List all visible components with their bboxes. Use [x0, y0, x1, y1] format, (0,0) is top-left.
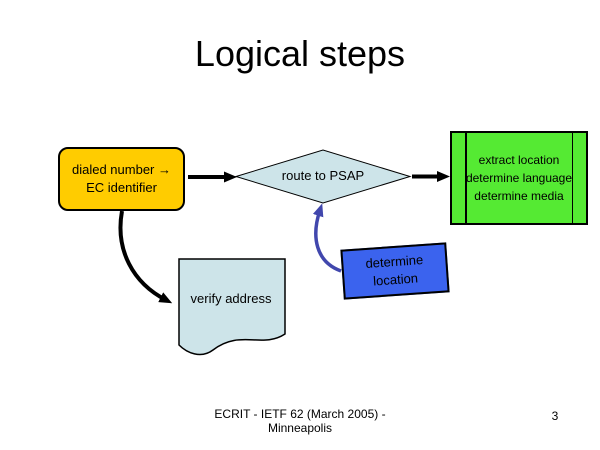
- node-route-to-psap-label: route to PSAP: [281, 168, 365, 183]
- slide-title: Logical steps: [194, 33, 406, 74]
- node-dialed-number-label-line2: EC identifier: [86, 180, 157, 195]
- connector-determine-location-to-route: [312, 203, 342, 273]
- node-determine-location-label-line2: location: [372, 270, 419, 289]
- node-extract-location-label-line3: determine media: [474, 189, 564, 203]
- node-extract-location-label-line1: extract location: [478, 153, 560, 167]
- slide-footer-line1: ECRIT - IETF 62 (March 2005) -: [214, 407, 386, 421]
- route-to-psap-diamond-shape: [234, 149, 412, 204]
- slide-footer-line2: Minneapolis: [267, 421, 333, 436]
- node-extract-location: extract location determine language dete…: [450, 131, 588, 225]
- verify-address-document-shape: [178, 258, 286, 356]
- node-extract-location-label-line2: determine language: [465, 171, 573, 185]
- node-dialed-number-label-line1: dialed number →: [72, 161, 171, 177]
- predefined-process-right-bar: [571, 133, 573, 223]
- node-determine-location: determine location: [340, 242, 450, 300]
- connector-dialed-number-to-verify-address: [118, 210, 173, 304]
- slide-page-number: 3: [551, 409, 559, 423]
- node-dialed-number: dialed number → EC identifier: [58, 147, 185, 211]
- predefined-process-left-bar: [465, 133, 467, 223]
- node-verify-address-label: verify address: [190, 291, 272, 306]
- slide-footer: ECRIT - IETF 62 (March 2005) - Minneapol…: [0, 407, 600, 436]
